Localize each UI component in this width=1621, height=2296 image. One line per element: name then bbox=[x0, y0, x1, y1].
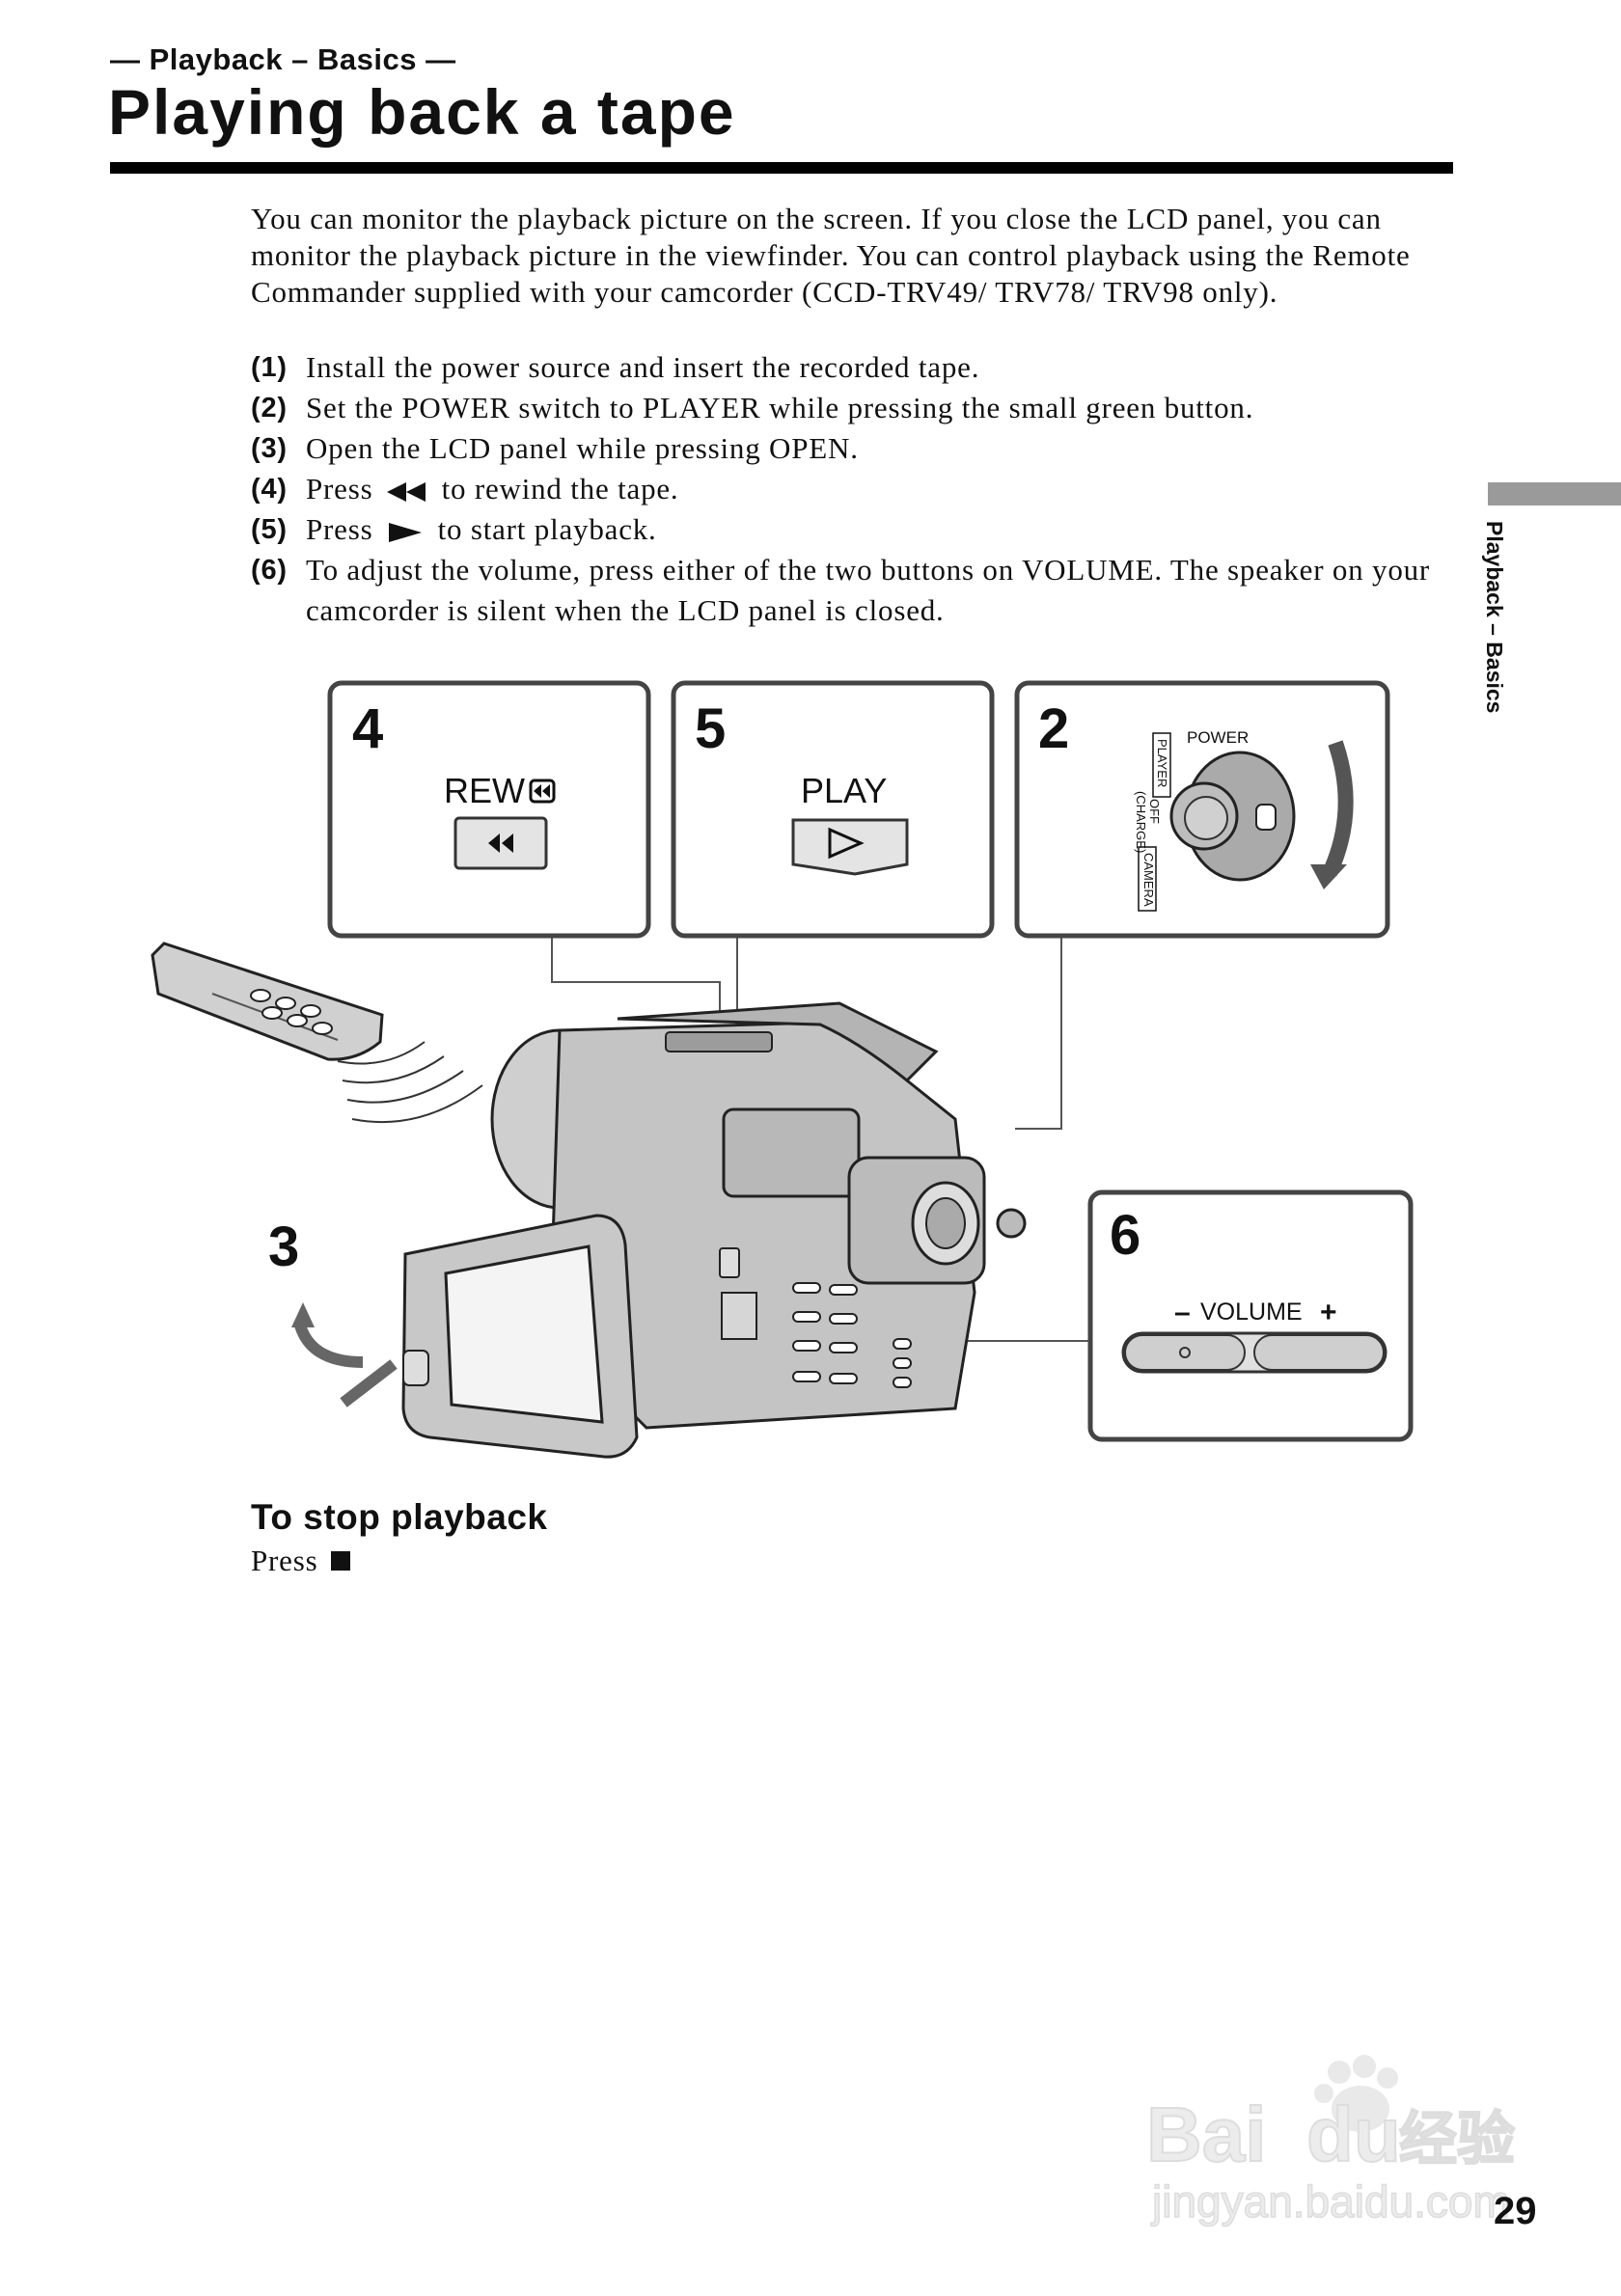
step-text-before: Press bbox=[306, 472, 373, 506]
power-position-off: OFF bbox=[1147, 799, 1162, 824]
stop-playback-heading: To stop playback bbox=[251, 1497, 548, 1537]
volume-plus-button bbox=[1253, 1334, 1385, 1371]
rew-button bbox=[453, 816, 548, 870]
lcd-screen bbox=[444, 1244, 604, 1424]
volume-callout-box: 6 – VOLUME + bbox=[1087, 1189, 1414, 1442]
power-label: POWER bbox=[1187, 728, 1249, 747]
callout-step-number: 5 bbox=[695, 697, 726, 760]
open-button bbox=[402, 1350, 429, 1386]
watermark-brand-cn: 经验 bbox=[1399, 2106, 1515, 2173]
side-tab-label: Playback – Basics bbox=[1482, 521, 1507, 714]
page-title: Playing back a tape bbox=[108, 76, 736, 148]
callout-step-number: 2 bbox=[1038, 697, 1069, 760]
intro-paragraph: You can monitor the playback picture on … bbox=[251, 202, 1411, 309]
step-text: To adjust the volume, press either of th… bbox=[306, 553, 1431, 627]
step-number: (6) bbox=[251, 555, 288, 586]
stop-playback-text: Press bbox=[251, 1544, 351, 1578]
volume-minus-label: – bbox=[1174, 1297, 1191, 1328]
remote-commander bbox=[151, 942, 483, 1124]
stop-instruction: Press bbox=[251, 1544, 318, 1577]
rewind-icon bbox=[488, 834, 500, 853]
power-position-camera: CAMERA bbox=[1141, 853, 1156, 907]
baidu-watermark: Bai du 经验 jingyan.baidu.com bbox=[1146, 2055, 1516, 2228]
camcorder-illustration: 4 REW 5 PLAY 2 POWER PLAYER OFF (CHARGE)… bbox=[151, 680, 1414, 1459]
watermark-url: jingyan.baidu.com bbox=[1150, 2176, 1510, 2227]
side-tab-bar bbox=[1488, 482, 1621, 506]
power-callout-box: 2 POWER PLAYER OFF (CHARGE) CAMERA bbox=[1014, 680, 1390, 939]
page-number: 29 bbox=[1494, 2190, 1537, 2232]
power-position-player: PLAYER bbox=[1155, 739, 1169, 787]
step-text-after: to start playback. bbox=[437, 512, 657, 546]
step-number: (4) bbox=[251, 474, 288, 505]
step-text: Open the LCD panel while pressing OPEN. bbox=[306, 431, 859, 465]
volume-plus-label: + bbox=[1320, 1297, 1337, 1328]
volume-label: VOLUME bbox=[1200, 1298, 1303, 1326]
rew-small-icon bbox=[529, 779, 556, 804]
rew-label: REW bbox=[444, 771, 525, 810]
section-label: — Playback – Basics — bbox=[110, 42, 456, 76]
volume-minus-button bbox=[1124, 1334, 1246, 1371]
rewind-icon bbox=[387, 481, 426, 502]
camcorder-body bbox=[490, 1001, 1027, 1430]
power-position-charge: (CHARGE) bbox=[1134, 791, 1148, 853]
watermark-brand-a: Bai bbox=[1146, 2091, 1267, 2177]
play-callout-box: 5 PLAY bbox=[671, 680, 995, 939]
step-text: Set the POWER switch to PLAYER while pre… bbox=[306, 391, 1254, 424]
step-number: (2) bbox=[251, 393, 288, 424]
step-number: (3) bbox=[251, 433, 288, 464]
open-arrow bbox=[293, 1320, 364, 1368]
play-outline-icon bbox=[828, 827, 865, 860]
watermark-brand-b: du bbox=[1306, 2091, 1401, 2177]
callout-step-number: 4 bbox=[352, 697, 383, 760]
step-3-label: 3 bbox=[268, 1216, 299, 1278]
step-number: (5) bbox=[251, 514, 288, 545]
green-button bbox=[1255, 804, 1277, 831]
side-buttons bbox=[792, 1282, 858, 1384]
lcd-panel bbox=[401, 1214, 639, 1459]
paw-logo bbox=[1314, 2055, 1398, 2132]
step-text: Install the power source and insert the … bbox=[306, 350, 980, 384]
signal-waves bbox=[337, 1041, 483, 1124]
step-number: (1) bbox=[251, 352, 288, 383]
top-controls bbox=[665, 1031, 773, 1052]
stop-icon bbox=[331, 1550, 351, 1571]
play-icon bbox=[389, 522, 423, 542]
step-text-before: Press bbox=[306, 512, 373, 546]
step-text-after: to rewind the tape. bbox=[441, 472, 679, 506]
title-rule bbox=[110, 162, 1453, 174]
play-label: PLAY bbox=[801, 771, 887, 810]
callout-step-number: 6 bbox=[1110, 1204, 1140, 1267]
turn-arrow bbox=[1322, 740, 1354, 877]
rew-callout-box: 4 REW bbox=[327, 680, 651, 939]
